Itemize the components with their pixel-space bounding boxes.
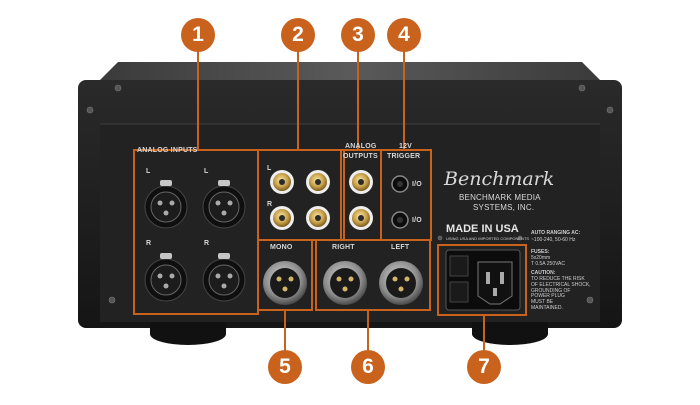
trigger-12v-label: 12V xyxy=(399,143,413,150)
callout-4: 4 xyxy=(387,18,421,52)
benchmark-logo: Benchmark xyxy=(444,168,555,190)
analog-outputs-label: ANALOG xyxy=(345,143,377,150)
caution-heading: CAUTION: xyxy=(531,270,556,276)
xlr-input-l1 xyxy=(144,185,188,229)
xlr-input-jacks xyxy=(144,180,246,302)
xlr-input-r2 xyxy=(202,258,246,302)
input-l-label: L xyxy=(146,168,151,175)
company-name-line1: BENCHMARK MEDIA xyxy=(459,193,541,202)
power-inlet xyxy=(445,249,521,311)
rca-input-jacks xyxy=(270,170,330,230)
xlr-input-l2 xyxy=(202,185,246,229)
callout-5: 5 xyxy=(268,350,302,384)
trigger-label: TRIGGER xyxy=(387,153,421,160)
mono-label: MONO xyxy=(270,244,293,251)
company-name-line2: SYSTEMS, INC. xyxy=(473,203,535,212)
xlr-input-r1 xyxy=(144,258,188,302)
chassis-top xyxy=(96,62,604,84)
auto-ranging-label: AUTO RANGING AC: xyxy=(531,230,581,236)
left-label: LEFT xyxy=(391,244,410,251)
trigger-io-label-2: I/O xyxy=(412,217,422,224)
analog-outputs-label-2: OUTPUTS xyxy=(343,153,378,160)
fuses-heading: FUSES: xyxy=(531,249,550,255)
outline-power xyxy=(437,244,527,316)
callout-7: 7 xyxy=(467,350,501,384)
group-outlines xyxy=(133,149,527,316)
callout-2: 2 xyxy=(281,18,315,52)
made-in-usa-sub: USING USA AND IMPORTED COMPONENTS xyxy=(446,236,530,241)
caution-text: TO REDUCE THE RISK OF ELECTRICAL SHOCK, … xyxy=(531,276,591,311)
voltage-label: ~100-240, 50-60 Hz xyxy=(531,237,576,243)
callout-1: 1 xyxy=(181,18,215,52)
xlr-output-jacks xyxy=(263,261,423,305)
analog-inputs-label: ANALOG INPUTS xyxy=(137,147,198,154)
outline-stereo xyxy=(315,239,431,311)
trigger-jacks xyxy=(391,175,409,229)
rca-r-label: R xyxy=(267,201,273,208)
rca-l-label: L xyxy=(267,165,272,172)
trigger-io-label: I/O xyxy=(412,181,422,188)
rca-output-jacks xyxy=(349,170,373,230)
chassis-screws xyxy=(86,84,614,304)
fuses-detail: 5x20mm T 0.5A 250VAC xyxy=(531,255,566,267)
callout-6: 6 xyxy=(351,350,385,384)
made-in-usa: MADE IN USA xyxy=(446,223,519,235)
input-r-label: R xyxy=(146,240,152,247)
input-r-label-2: R xyxy=(204,240,210,247)
callout-3: 3 xyxy=(341,18,375,52)
right-label: RIGHT xyxy=(332,244,355,251)
input-l-label-2: L xyxy=(204,168,209,175)
callout-leaders xyxy=(197,50,485,352)
